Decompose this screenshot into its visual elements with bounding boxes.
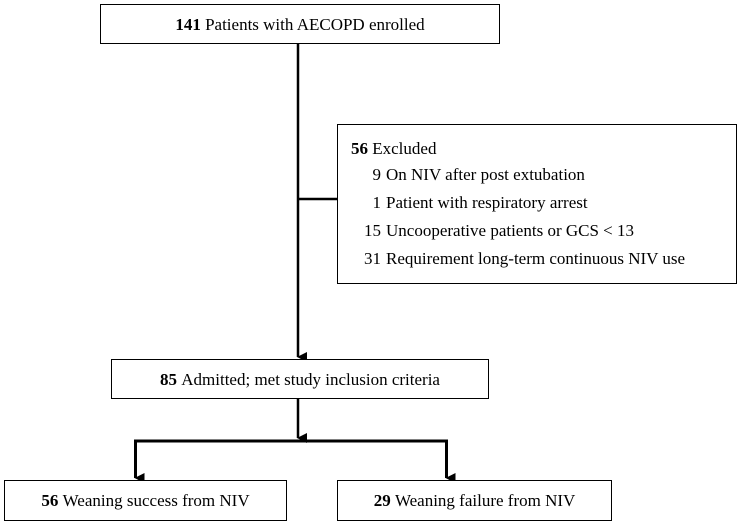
excluded-label: Excluded (372, 138, 437, 158)
failure-count: 29 (373, 491, 391, 510)
excluded-item-text: Uncooperative patients or GCS < 13 (386, 221, 635, 240)
excluded-item-count: 15 (364, 221, 381, 240)
weaning-failure-box: 29 Weaning failure from NIV (337, 480, 612, 521)
excluded-item: 15 Uncooperative patients or GCS < 13 (354, 218, 736, 243)
admitted-text: Admitted; met study inclusion criteria (181, 369, 440, 389)
weaning-success-box: 56 Weaning success from NIV (4, 480, 287, 521)
excluded-item-count: 9 (372, 165, 382, 184)
enrolled-box: 141 Patients with AECOPD enrolled (100, 4, 500, 44)
excluded-header: 56 Excluded (351, 137, 736, 159)
excluded-count: 56 (351, 138, 368, 158)
success-text: Weaning success from NIV (62, 491, 250, 510)
excluded-item-count: 1 (372, 193, 382, 212)
admitted-box: 85 Admitted; met study inclusion criteri… (111, 359, 489, 399)
excluded-item-count: 31 (364, 249, 381, 268)
admitted-count: 85 (160, 369, 177, 389)
excluded-item-text: Patient with respiratory arrest (386, 193, 588, 212)
enrolled-text: Patients with AECOPD enrolled (205, 14, 425, 34)
failure-text: Weaning failure from NIV (394, 491, 576, 510)
excluded-item-text: Requirement long-term continuous NIV use (386, 249, 686, 268)
success-count: 56 (41, 491, 59, 510)
enrolled-count: 141 (175, 14, 201, 34)
excluded-item-text: On NIV after post extubation (386, 165, 585, 184)
excluded-item: 31 Requirement long-term continuous NIV u… (354, 246, 736, 271)
